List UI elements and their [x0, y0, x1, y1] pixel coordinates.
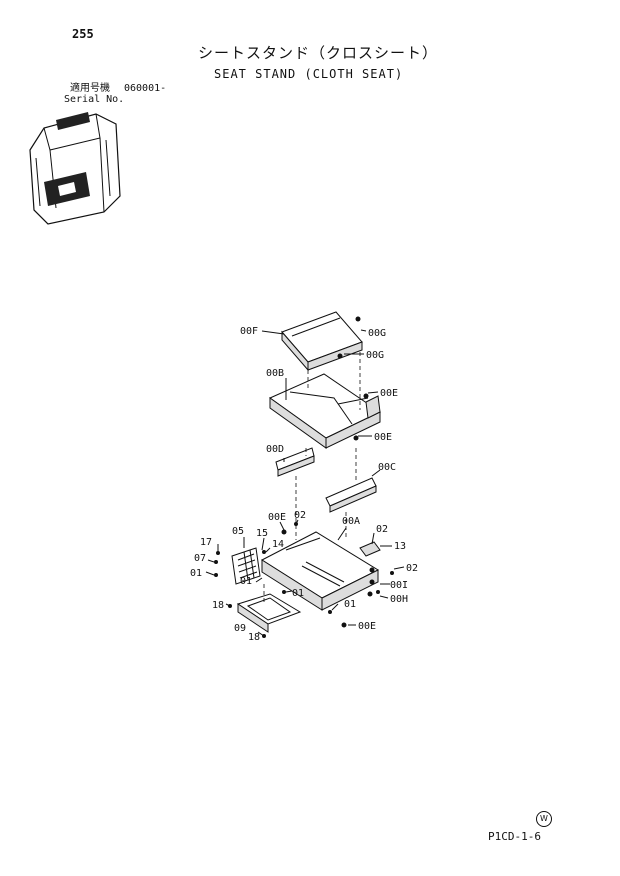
label-00G-top: 00G: [368, 328, 386, 339]
label-00G-mid: 00G: [366, 350, 384, 361]
title-japanese: シートスタンド（クロスシート）: [198, 44, 439, 62]
label-01-2: 01: [240, 576, 252, 587]
label-01-3: 01: [292, 588, 304, 599]
part-00B-seat-frame: [268, 373, 381, 449]
label-00D: 00D: [266, 444, 284, 455]
label-18-2: 18: [248, 632, 260, 643]
assembly-guide-lines: [263, 352, 361, 604]
serial-label-english: Serial No.: [64, 94, 125, 105]
label-07: 07: [194, 553, 206, 564]
label-13: 13: [394, 541, 406, 552]
part-05-grille: [231, 547, 261, 585]
label-00F: 00F: [240, 326, 258, 337]
label-01-1: 01: [190, 568, 202, 579]
label-05: 05: [232, 526, 244, 537]
label-00H: 00H: [390, 594, 408, 605]
label-00E-2: 00E: [374, 432, 392, 443]
leader-lines: [205, 329, 405, 637]
label-00B: 00B: [266, 368, 284, 379]
serial-number-value: 060001-: [124, 83, 167, 94]
label-15: 15: [256, 528, 268, 539]
label-00E-3: 00E: [268, 512, 286, 523]
label-00C: 00C: [378, 462, 396, 473]
label-02-3: 02: [406, 563, 418, 574]
label-00E-1: 00E: [380, 388, 398, 399]
label-00A: 00A: [342, 516, 360, 527]
label-02-1: 02: [294, 510, 306, 521]
label-18-1: 18: [212, 600, 224, 611]
part-00C-right-rail: [325, 477, 377, 513]
copyright-mark-icon: W: [536, 811, 552, 827]
page-number: 255: [72, 27, 94, 41]
serial-label-japanese: 適用号機: [70, 83, 110, 94]
label-02-2: 02: [376, 524, 388, 535]
label-14: 14: [272, 539, 284, 550]
cab-thumbnail-icon: [29, 112, 121, 225]
label-17: 17: [200, 537, 212, 548]
label-01-4: 01: [344, 599, 356, 610]
part-00D-left-rail: [275, 447, 315, 477]
part-number-labels: 00F 00G 00G 00B 00E 00E 00D 00C 00E 02 0…: [190, 326, 418, 643]
part-00A-base-stand: [260, 529, 381, 628]
label-09: 09: [234, 623, 246, 634]
part-00F-top-cover: [281, 311, 363, 372]
label-00E-4: 00E: [358, 621, 376, 632]
label-00I: 00I: [390, 580, 408, 591]
title-english: SEAT STAND (CLOTH SEAT): [214, 67, 404, 81]
part-09-duct: [236, 593, 302, 633]
footer-code: P1CD-1-6: [488, 830, 541, 843]
